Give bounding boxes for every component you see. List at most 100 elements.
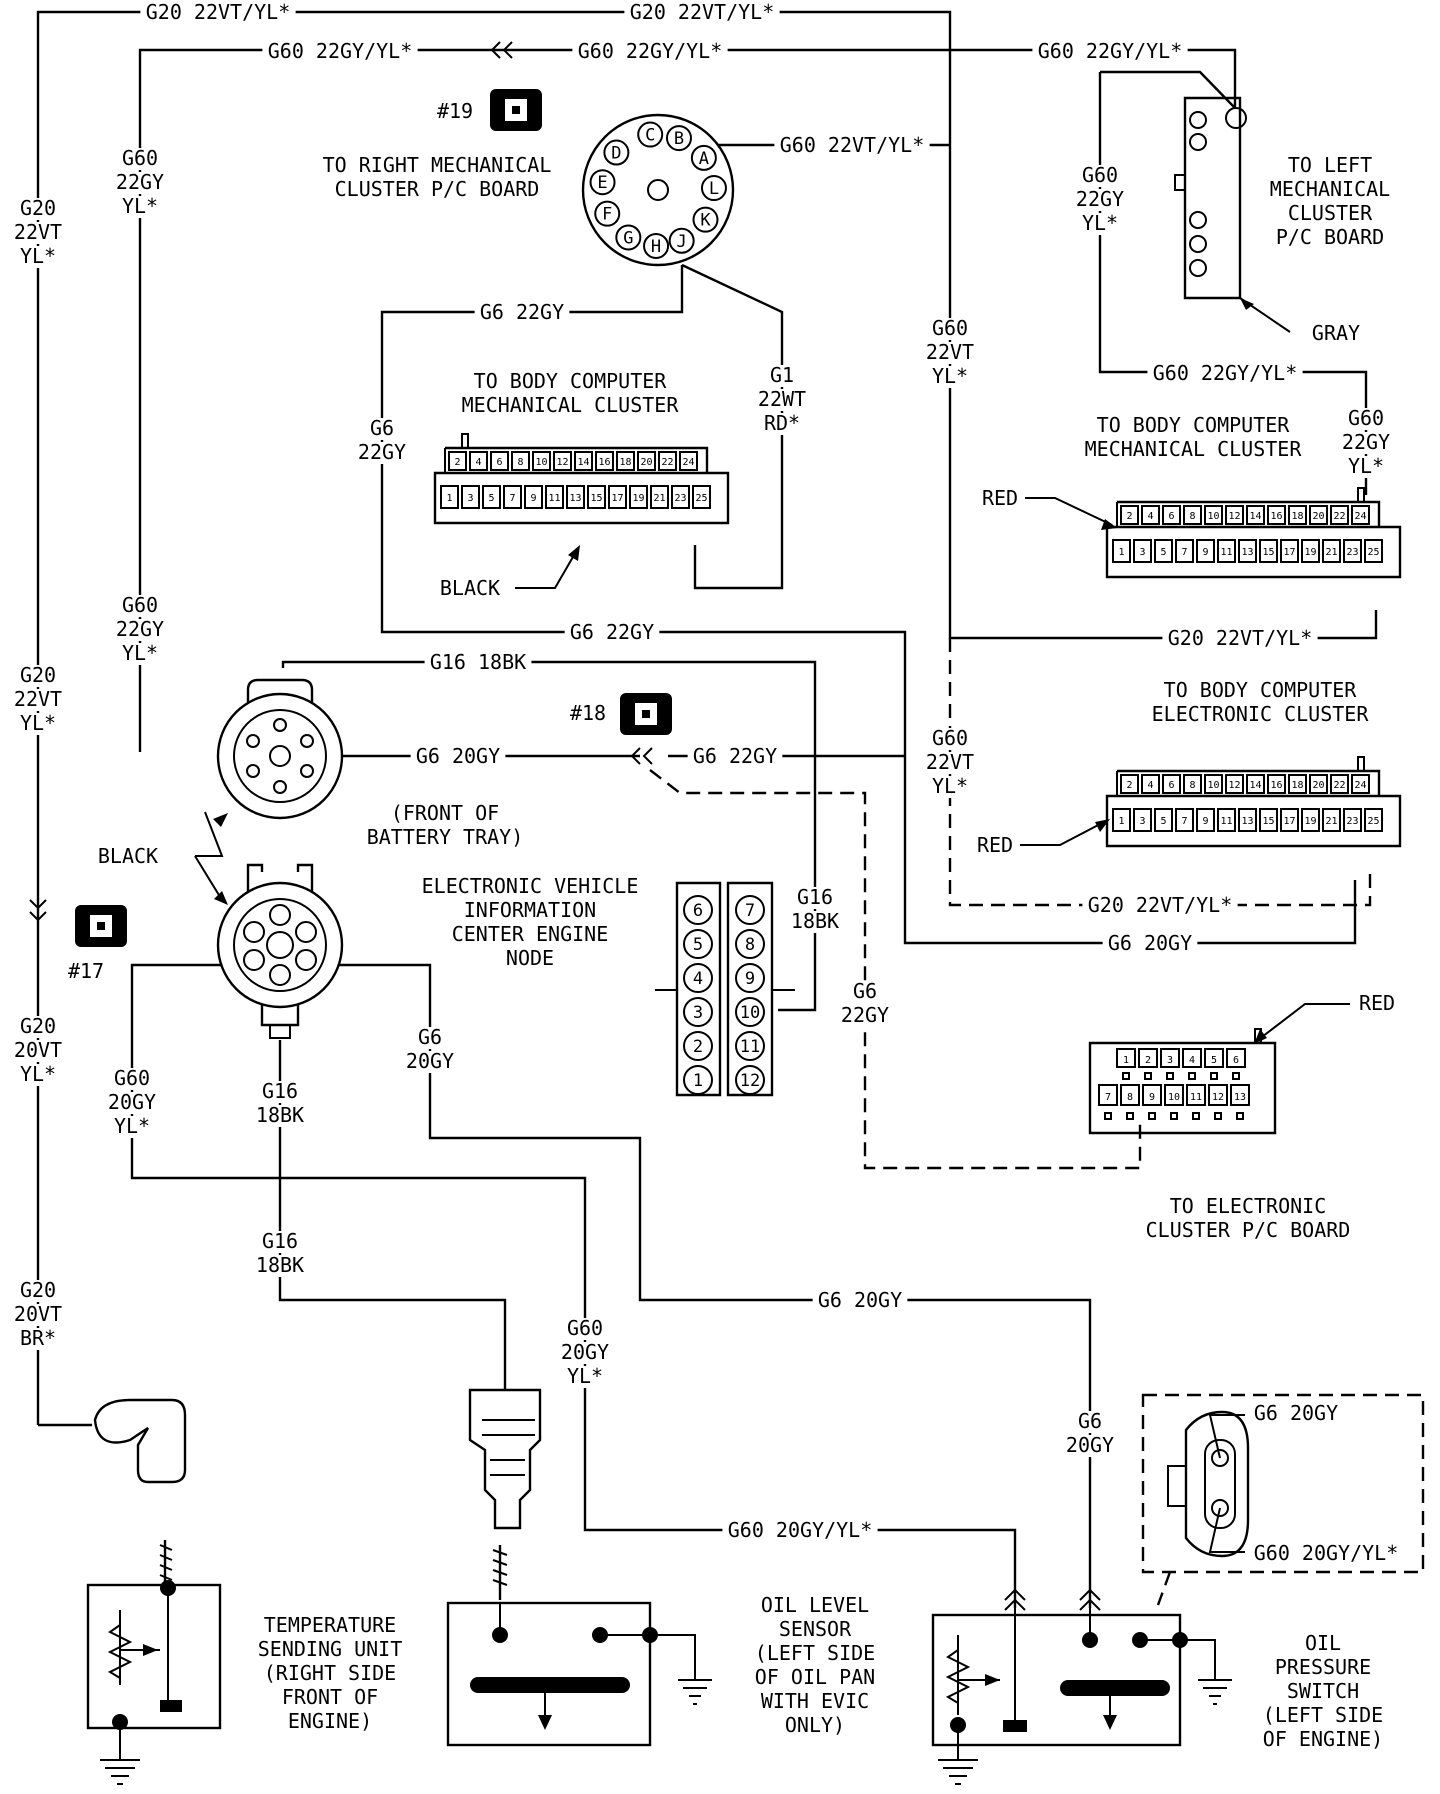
svg-text:11: 11 bbox=[1220, 816, 1232, 827]
gray-arrow bbox=[1240, 298, 1254, 310]
connector-pin-7: 7 bbox=[1175, 539, 1194, 563]
svg-text:15: 15 bbox=[1262, 547, 1274, 558]
svg-text:9: 9 bbox=[1149, 1092, 1155, 1103]
connector-pin-1: 1 bbox=[1112, 808, 1131, 832]
connector-13-pin-7: 7 bbox=[1098, 1084, 1118, 1120]
callout-badges bbox=[75, 89, 672, 947]
svg-text:1: 1 bbox=[693, 1071, 703, 1091]
evic-left-body bbox=[675, 881, 722, 1097]
oil-level-ground bbox=[600, 1634, 712, 1705]
lower-connector-pin bbox=[269, 964, 291, 986]
pressure-detail-connector bbox=[1184, 1410, 1250, 1558]
wire-g16-bottom bbox=[278, 1040, 507, 1390]
wire-label-v-g20-c-line: 20VT bbox=[14, 1038, 62, 1062]
connector-pin-17: 17 bbox=[1280, 808, 1299, 832]
temp-unit-thread bbox=[159, 1544, 173, 1581]
wire-g60-20gy bbox=[130, 963, 1017, 1608]
round-connector-pin-C: C bbox=[637, 121, 664, 148]
connector-pin-6: 6 bbox=[490, 451, 509, 471]
svg-text:14: 14 bbox=[1249, 780, 1261, 791]
svg-text:2: 2 bbox=[1126, 780, 1132, 791]
round-connector-pin-label: K bbox=[700, 211, 711, 231]
wire-label-g6-22gy-c-line: G6 22GY bbox=[693, 744, 777, 768]
svg-text:7: 7 bbox=[1181, 816, 1187, 827]
svg-text:22: 22 bbox=[661, 457, 673, 468]
wire-label-v-g16-c-line: G16 bbox=[262, 1229, 298, 1253]
label-oil-level-line: (LEFT SIDE bbox=[755, 1641, 875, 1665]
round-connector-pin-label: J bbox=[677, 232, 687, 252]
label-oil-level-line: ONLY) bbox=[785, 1713, 845, 1737]
svg-text:25: 25 bbox=[1367, 547, 1379, 558]
label-right-mech-board-line: CLUSTER P/C BOARD bbox=[335, 177, 540, 201]
connector-pin-21: 21 bbox=[650, 485, 669, 509]
connector-pin-6: 6 bbox=[1162, 774, 1181, 794]
svg-text:9: 9 bbox=[1202, 547, 1208, 558]
wire-label-g60-d: G60 22GY/YL* bbox=[1147, 361, 1303, 385]
round-connector-pin-label: A bbox=[699, 149, 709, 169]
wire-label-g16-top-line: G16 18BK bbox=[430, 650, 526, 674]
evic-pin-3: 3 bbox=[683, 997, 713, 1027]
svg-text:7: 7 bbox=[1181, 547, 1187, 558]
connector-13-pin-2: 2 bbox=[1138, 1048, 1158, 1080]
round-connector-pin-H: H bbox=[643, 232, 670, 259]
label-oil-pressure-line: SWITCH bbox=[1287, 1679, 1359, 1703]
connector-pin-24: 24 bbox=[1351, 774, 1370, 794]
connector-pin-14: 14 bbox=[574, 451, 593, 471]
wire-label-v-g6-22gy-b-line: G6 bbox=[853, 979, 877, 1003]
connector-pin-14: 14 bbox=[1246, 774, 1265, 794]
wire-label-v-g6-22gy-a-line: G6 bbox=[370, 416, 394, 440]
connector-key-tab bbox=[461, 433, 469, 448]
connector-13-pin-6: 6 bbox=[1226, 1048, 1246, 1080]
svg-text:5: 5 bbox=[1211, 1055, 1217, 1066]
wire-label-g60-c-line: G60 22GY/YL* bbox=[1038, 39, 1183, 63]
svg-text:16: 16 bbox=[598, 457, 610, 468]
wire-label-v-g20-d-line: G20 bbox=[20, 1278, 56, 1302]
callout-19-label: #19 bbox=[437, 99, 473, 123]
callout-19-label-line: #19 bbox=[437, 99, 473, 123]
label-right-mech-board-line: TO RIGHT MECHANICAL bbox=[323, 153, 552, 177]
wire-label-g6-20gy-c-line: G6 20GY bbox=[818, 1288, 902, 1312]
wire-label-g1-line: 22WT bbox=[758, 387, 806, 411]
callout-17 bbox=[75, 905, 127, 947]
wire-label-v-g20-b-line: 22VT bbox=[14, 687, 62, 711]
wire-label-g6-20gy-c: G6 20GY bbox=[812, 1288, 908, 1312]
connector-shell bbox=[1105, 525, 1402, 579]
wire-label-g6-22gy-c: G6 22GY bbox=[687, 744, 783, 768]
connector-pin-11: 11 bbox=[1217, 808, 1236, 832]
black-arrow-a bbox=[568, 545, 580, 561]
round-connector-pin-label: G bbox=[623, 228, 633, 248]
evic-pin-4: 4 bbox=[683, 963, 713, 993]
wire-label-g6-22gy-a-line: G6 22GY bbox=[480, 300, 564, 324]
connector-pin-4: 4 bbox=[469, 451, 488, 471]
svg-text:4: 4 bbox=[1147, 780, 1153, 791]
connector-key-tab bbox=[1357, 756, 1365, 771]
wire-label-v-g60-22vt-b-line: YL* bbox=[932, 774, 968, 798]
svg-text:15: 15 bbox=[590, 493, 602, 504]
lower-connector-pin bbox=[243, 921, 265, 943]
wire-label-g6-22gy-a: G6 22GY bbox=[474, 300, 570, 324]
lower-connector-ring bbox=[233, 898, 327, 992]
svg-text:16: 16 bbox=[1270, 780, 1282, 791]
svg-text:10: 10 bbox=[1207, 511, 1219, 522]
connector-pin-24: 24 bbox=[1351, 505, 1370, 525]
wire-label-g20-mid: G20 22VT/YL* bbox=[1162, 626, 1318, 650]
wire-label-g6-20gy-detail: G6 20GY bbox=[1248, 1401, 1344, 1425]
connector-13-tab bbox=[1254, 1028, 1262, 1043]
wire-label-v-g20-a-line: G20 bbox=[20, 196, 56, 220]
connector-pin-21: 21 bbox=[1322, 539, 1341, 563]
connector-13-pin-10: 10 bbox=[1164, 1084, 1184, 1120]
pressure-switch-leader bbox=[1156, 1571, 1172, 1606]
lower-connector-pin bbox=[295, 921, 317, 943]
svg-text:7: 7 bbox=[509, 493, 515, 504]
callout-18 bbox=[620, 693, 672, 735]
svg-text:10: 10 bbox=[740, 1003, 760, 1023]
svg-text:8: 8 bbox=[1127, 1092, 1133, 1103]
svg-text:10: 10 bbox=[535, 457, 547, 468]
evic-pin-2: 2 bbox=[683, 1031, 713, 1061]
